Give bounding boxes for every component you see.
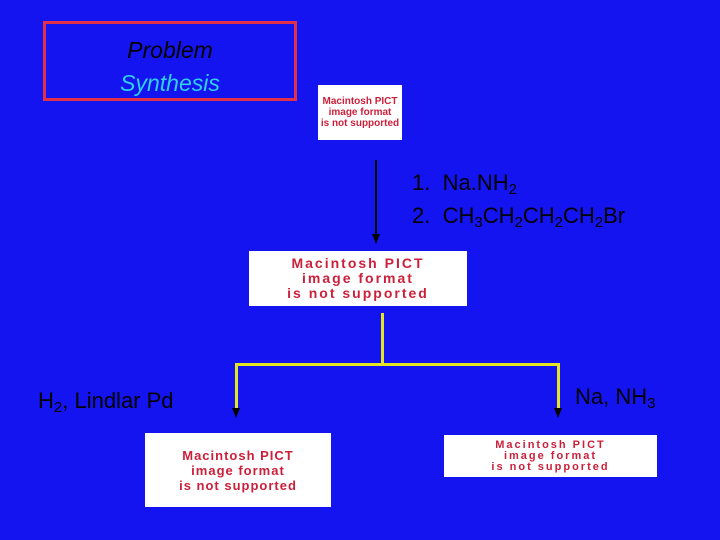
branch-connector-left-drop (235, 363, 238, 408)
pict-text-line3: is not supported (179, 477, 297, 493)
step1-item2-text-b: CH (482, 203, 515, 228)
right-branch-text-a: Na, NH (575, 384, 648, 409)
step1-item2-sub3: 2 (554, 214, 563, 231)
arrowhead-right (554, 408, 562, 418)
arrowhead-left (232, 408, 240, 418)
title-line-synthesis: Synthesis (120, 70, 220, 96)
arrowhead-step1 (372, 234, 380, 244)
pict-text-line2: image format (328, 107, 392, 118)
pict-text-line1: Macintosh PICT (322, 96, 398, 107)
arrow-shaft-step1 (375, 160, 377, 235)
pict-text-line2: image format (302, 270, 414, 286)
step1-item2-number: 2. (412, 203, 431, 228)
product-image-right: Macintosh PICT image format is not suppo… (444, 435, 657, 477)
step1-item2-sub1: 3 (474, 214, 483, 231)
pict-text-line2: image format (503, 449, 598, 462)
step1-item1-sub: 2 (508, 181, 517, 198)
product-image-left: Macintosh PICT image format is not suppo… (145, 433, 331, 507)
pict-text-line3: is not supported (491, 460, 610, 473)
pict-text-line3: is not supported (320, 118, 400, 129)
step1-item2-text-c: CH (522, 203, 555, 228)
step1-item2-text-e: Br (603, 203, 626, 228)
step1-item1: 1. Na.NH2 (412, 166, 625, 199)
left-branch-text-b: , Lindlar Pd (62, 388, 174, 413)
left-branch-reagents: H2, Lindlar Pd (38, 384, 174, 417)
starting-material-image: Macintosh PICT image format is not suppo… (318, 85, 402, 140)
right-branch-sub: 3 (647, 395, 656, 412)
branch-connector-horizontal (235, 363, 560, 366)
step1-item2-text-a: CH (442, 203, 475, 228)
pict-text-line2: image format (191, 462, 285, 478)
step1-item2-text-d: CH (562, 203, 595, 228)
pict-text-line1: Macintosh PICT (495, 438, 606, 451)
right-branch-reagents: Na, NH3 (575, 380, 655, 413)
step1-item1-text: Na.NH (442, 170, 509, 195)
problem-title-box: Problem Synthesis (43, 21, 297, 101)
left-branch-sub: 2 (53, 399, 63, 416)
branch-connector-right-drop (557, 363, 560, 408)
step1-item2-sub4: 2 (594, 214, 604, 231)
left-branch-text-a: H (38, 388, 54, 413)
step1-reagents: 1. Na.NH2 2. CH3CH2CH2CH2Br (412, 166, 625, 232)
intermediate-image: Macintosh PICT image format is not suppo… (249, 251, 467, 306)
step1-item2: 2. CH3CH2CH2CH2Br (412, 199, 625, 232)
title-line-problem: Problem (127, 37, 213, 63)
step1-item2-sub2: 2 (514, 214, 523, 231)
pict-text-line1: Macintosh PICT (182, 447, 294, 463)
pict-text-line1: Macintosh PICT (291, 255, 425, 271)
branch-connector-vertical (381, 313, 384, 365)
pict-text-line3: is not supported (287, 285, 429, 301)
step1-item1-number: 1. (412, 170, 431, 195)
